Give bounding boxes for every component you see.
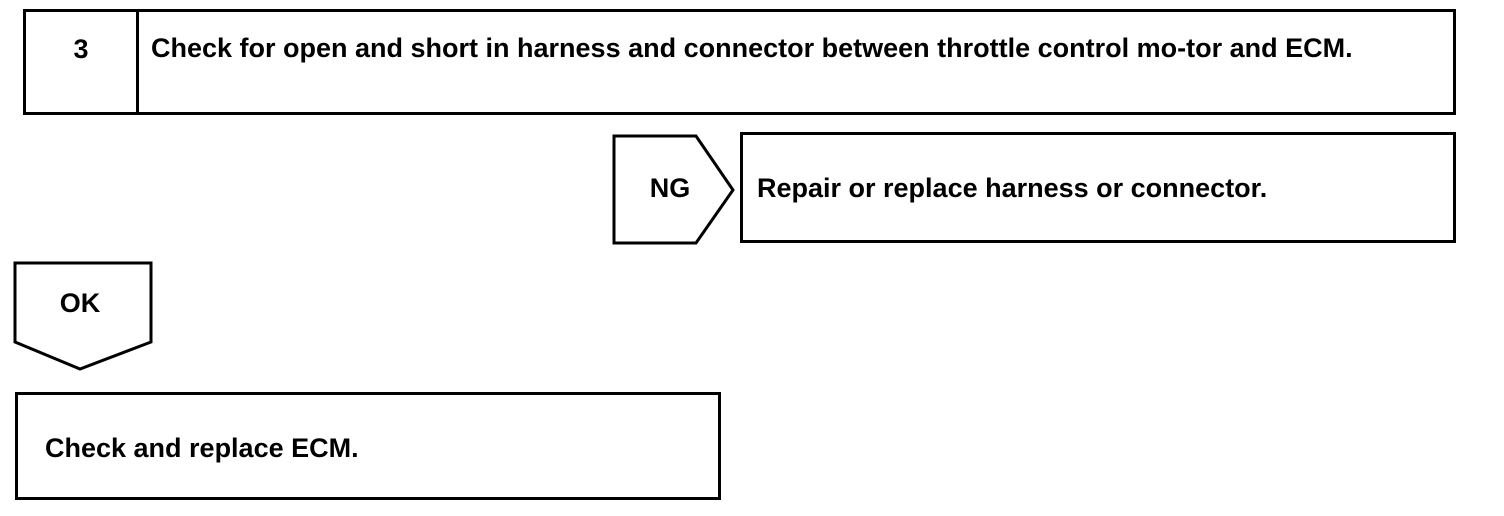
ng-label: NG [649,173,691,203]
step-title: Check for open and short in harness and … [151,33,1353,63]
final-text: Check and replace ECM. [45,433,359,463]
ng-arrow-shape [612,134,735,245]
ng-result-text: Repair or replace harness or connector. [757,173,1268,203]
step-box: 3 Check for open and short in harness an… [23,9,1456,115]
step-number: 3 [73,34,89,64]
ok-label: OK [59,288,101,318]
final-box: Check and replace ECM. [15,392,721,500]
ok-arrow-shape [13,261,153,371]
step-number-cell: 3 [26,12,139,112]
ng-result-box: Repair or replace harness or connector. [740,132,1456,243]
